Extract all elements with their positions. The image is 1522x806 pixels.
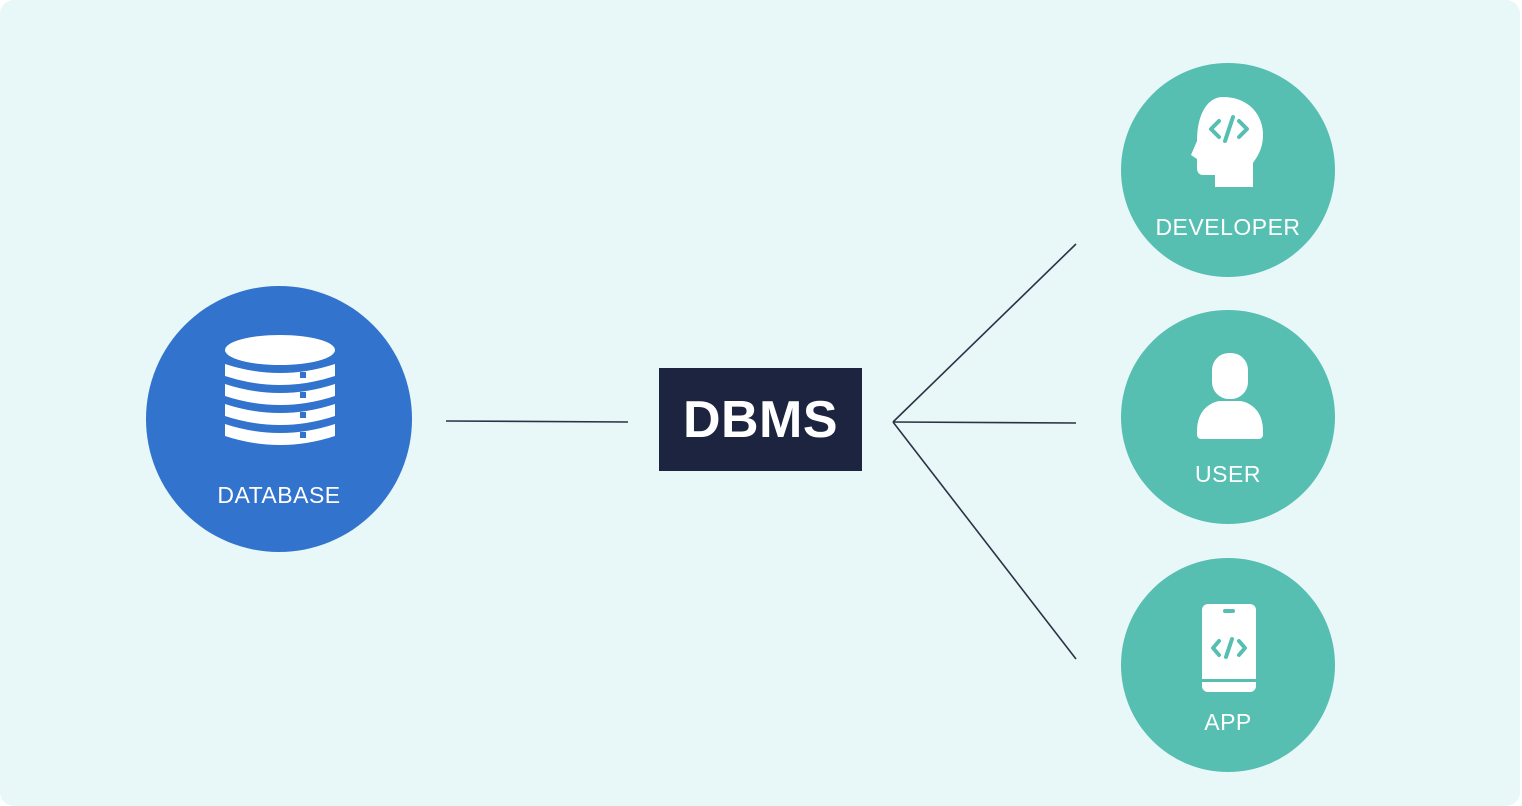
database-node: DATABASE [146, 286, 412, 552]
connector-database-dbms [445, 420, 629, 423]
connector-dbms-app [892, 421, 1077, 660]
connector-dbms-developer [892, 243, 1077, 423]
mobile-app-code-icon [1202, 604, 1256, 692]
user-node: USER [1121, 310, 1335, 524]
connector-dbms-user [892, 421, 1077, 424]
dbms-box: DBMS [659, 368, 862, 471]
user-label: USER [1195, 461, 1261, 487]
user-icon [1197, 353, 1263, 439]
developer-label: DEVELOPER [1155, 214, 1301, 240]
database-icon [225, 335, 335, 445]
database-label: DATABASE [217, 482, 341, 508]
app-node: APP [1121, 558, 1335, 772]
app-label: APP [1204, 709, 1252, 735]
developer-head-code-icon [1191, 97, 1263, 187]
developer-node: DEVELOPER [1121, 63, 1335, 277]
